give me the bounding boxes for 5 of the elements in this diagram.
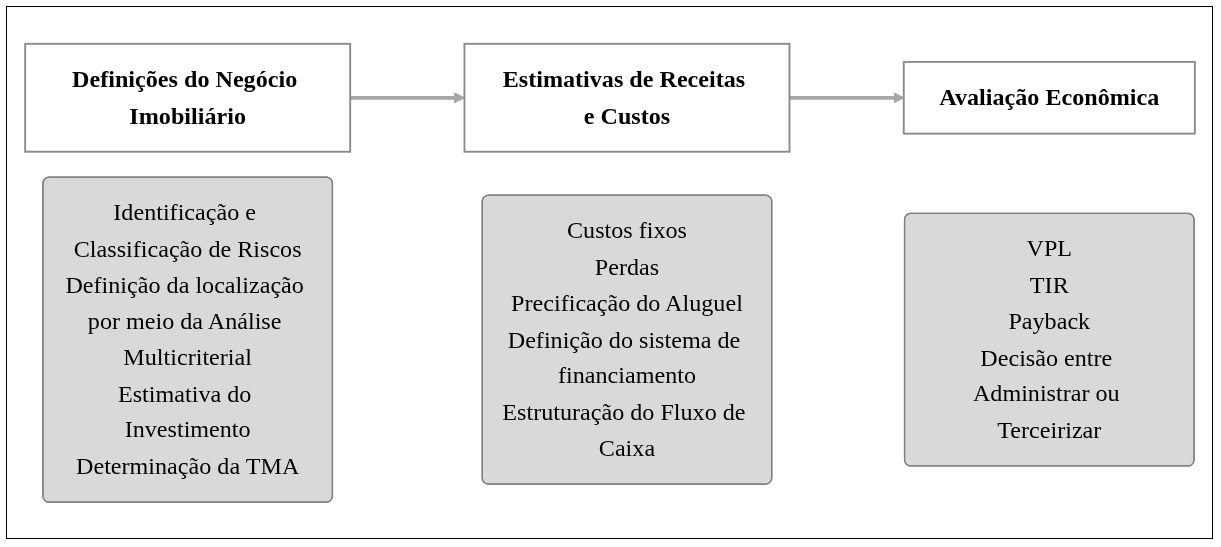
node-box bbox=[23, 42, 351, 153]
diagram-frame: Definições do Negócio Imobiliário Identificação e Classificação de Riscos Definição da localização por meio da Análise Multicriterial Estimativa do Investimento Determinação da TMA Estimativas de Receitas e Custos Custos fixos Perdas Precificação do Aluguel Definição do sistema de financiamento Estruturação do Fluxo de Caixa Avaliação Econômica VPL TIR Payback Decisão entre Administrar ou Terceirizar bbox=[6, 6, 1213, 539]
arrow bbox=[789, 91, 904, 103]
node-box bbox=[463, 42, 790, 153]
node-box bbox=[902, 60, 1196, 135]
